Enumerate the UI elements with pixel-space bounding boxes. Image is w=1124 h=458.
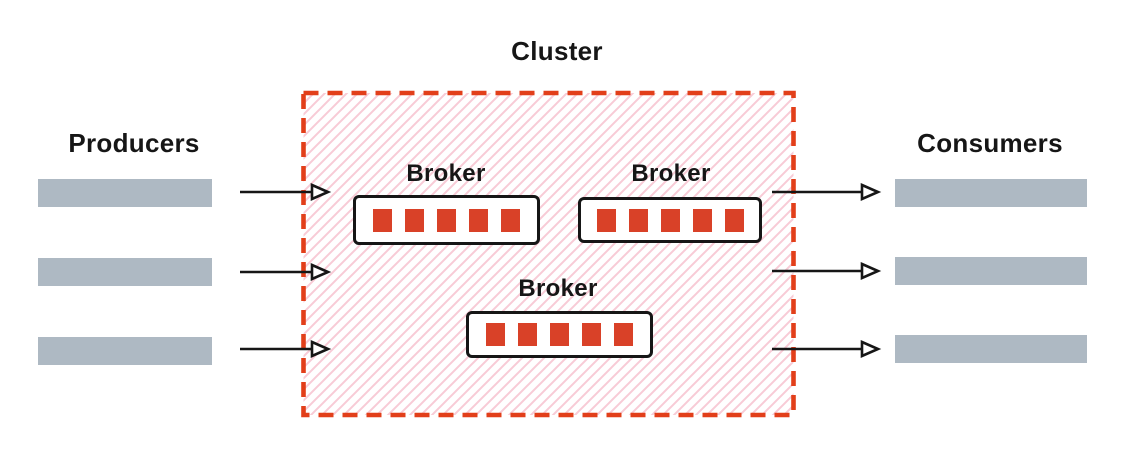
partition-square — [614, 323, 633, 346]
broker-3-label: Broker — [518, 275, 598, 302]
partition-square — [628, 208, 648, 232]
consumer-bar — [895, 335, 1087, 363]
broker-1-label: Broker — [406, 160, 486, 187]
producer-bar — [38, 337, 212, 365]
producer-bar — [38, 258, 212, 286]
producer-arrow-1 — [240, 183, 332, 201]
partition-square — [724, 208, 744, 232]
partition-square — [469, 208, 488, 232]
broker-2-label: Broker — [631, 160, 711, 187]
consumer-arrow-1 — [772, 183, 882, 201]
arrowhead-icon — [860, 262, 882, 280]
cluster-boundary — [301, 90, 796, 418]
producer-arrow-2 — [240, 263, 332, 281]
partition-square — [501, 208, 520, 232]
partition-square — [660, 208, 680, 232]
consumer-streams — [895, 179, 1087, 363]
producer-bar — [38, 179, 212, 207]
cluster-title: Cluster — [511, 36, 603, 66]
consumers-label: Consumers — [917, 128, 1063, 158]
partition-square — [486, 323, 505, 346]
consumer-arrow-3 — [772, 340, 882, 358]
partition-square — [437, 208, 456, 232]
arrowhead-icon — [310, 340, 332, 358]
partition-square — [596, 208, 616, 232]
producer-streams — [38, 179, 212, 365]
partition-square — [582, 323, 601, 346]
broker-3-box — [466, 311, 653, 358]
arrowhead-icon — [310, 183, 332, 201]
arrowhead-icon — [860, 183, 882, 201]
partition-square — [405, 208, 424, 232]
broker-2-box — [578, 197, 762, 243]
consumer-bar — [895, 179, 1087, 207]
producers-label: Producers — [68, 128, 200, 158]
partition-square — [692, 208, 712, 232]
arrowhead-icon — [310, 263, 332, 281]
consumer-bar — [895, 257, 1087, 285]
partition-square — [518, 323, 537, 346]
arrowhead-icon — [860, 340, 882, 358]
broker-1-box — [353, 195, 540, 245]
partition-square — [373, 208, 392, 232]
partition-square — [550, 323, 569, 346]
consumer-arrow-2 — [772, 262, 882, 280]
producer-arrow-3 — [240, 340, 332, 358]
